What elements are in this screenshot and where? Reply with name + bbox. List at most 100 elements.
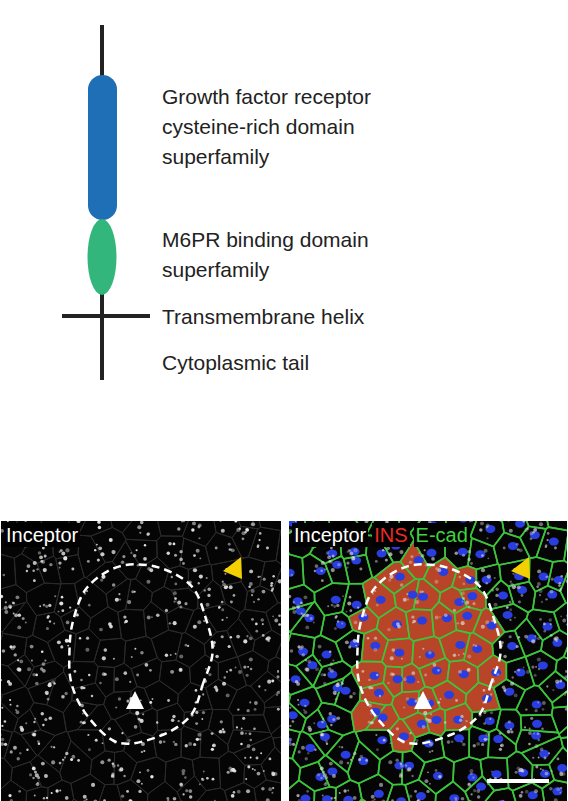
stain-dot (535, 666, 537, 668)
stain-dot (337, 620, 339, 622)
arrowhead (414, 691, 432, 709)
cell (549, 747, 567, 783)
stain-dot (255, 630, 258, 633)
stain-dot (459, 576, 461, 578)
stain-dot (329, 712, 332, 715)
stain-dot (352, 692, 355, 695)
stain-dot (39, 605, 41, 607)
stain-dot (465, 720, 467, 722)
stain-dot (318, 645, 322, 649)
stain-dot (57, 640, 61, 644)
stain-dot (566, 579, 567, 583)
stain-dot (241, 728, 243, 730)
stain-dot (54, 595, 56, 597)
stain-dot (247, 666, 249, 668)
stain-dot (87, 734, 89, 736)
stain-dot (461, 601, 463, 603)
cysteine-rich-domain (88, 75, 117, 220)
stain-dot (221, 608, 224, 611)
stain-dot (514, 617, 516, 619)
cell (248, 527, 280, 562)
stain-dot (332, 774, 336, 778)
nucleus (557, 764, 567, 772)
stain-dot (278, 615, 281, 618)
stain-dot (345, 640, 349, 644)
stain-dot (341, 746, 343, 748)
cell (542, 780, 567, 801)
arrowhead (126, 691, 144, 709)
stain-dot (467, 783, 471, 787)
stain-dot (65, 639, 69, 643)
stain-dot (20, 728, 24, 732)
stain-dot (424, 779, 428, 783)
stain-dot (543, 630, 546, 633)
nucleus (289, 569, 295, 577)
stain-dot (365, 759, 368, 762)
stain-dot (353, 548, 357, 552)
stain-dot (349, 596, 352, 599)
nucleus (416, 792, 426, 800)
stain-dot (214, 685, 218, 689)
stain-dot (545, 598, 547, 600)
nucleus (300, 795, 310, 801)
stain-dot (115, 598, 119, 602)
stain-dot (44, 774, 48, 778)
stain-dot (27, 564, 31, 568)
stain-dot (16, 705, 18, 707)
stain-dot (118, 697, 121, 700)
cell (94, 638, 126, 667)
cell (102, 719, 128, 753)
cell (234, 736, 275, 765)
stain-dot (301, 645, 304, 648)
stain-dot (1, 679, 2, 681)
stain-dot (329, 762, 333, 766)
stain-dot (475, 645, 477, 647)
stain-dot (119, 767, 123, 771)
stain-dot (483, 689, 486, 692)
cell (73, 629, 100, 662)
stain-dot (313, 722, 315, 724)
stain-dot (37, 740, 40, 743)
stain-dot (147, 769, 150, 772)
cell (48, 780, 74, 801)
stain-dot (251, 521, 254, 522)
stain-dot (562, 619, 566, 623)
stain-dot (517, 669, 520, 672)
stain-dot (371, 687, 374, 690)
cell (516, 730, 560, 753)
stain-dot (244, 531, 246, 533)
stain-dot (177, 601, 181, 605)
stain-dot (258, 539, 260, 541)
stain-dot (141, 783, 143, 785)
cell (181, 726, 201, 760)
stain-dot (150, 775, 153, 778)
stain-dot (546, 539, 548, 541)
stain-dot (470, 562, 473, 565)
stain-dot (490, 693, 492, 695)
stain-dot (226, 693, 230, 697)
cell (539, 671, 567, 703)
stain-dot (254, 769, 256, 771)
cell (106, 579, 131, 612)
stain-dot (375, 560, 378, 563)
stain-dot (465, 601, 469, 605)
nucleus (566, 615, 567, 623)
cell (494, 679, 526, 709)
stain-dot (51, 760, 55, 764)
stain-dot (508, 720, 511, 723)
stain-dot (277, 671, 279, 673)
stain-dot (566, 615, 567, 618)
stain-dot (330, 724, 332, 726)
cell (405, 780, 436, 801)
stain-dot (534, 709, 537, 712)
stain-dot (550, 634, 553, 637)
stain-dot (483, 711, 486, 714)
nucleus (444, 691, 454, 699)
stain-dot (42, 662, 46, 666)
stain-dot (541, 601, 543, 603)
stain-dot (487, 783, 489, 785)
cell (314, 787, 336, 801)
stain-dot (383, 739, 385, 741)
stain-dot (502, 685, 506, 689)
stain-dot (537, 657, 541, 661)
